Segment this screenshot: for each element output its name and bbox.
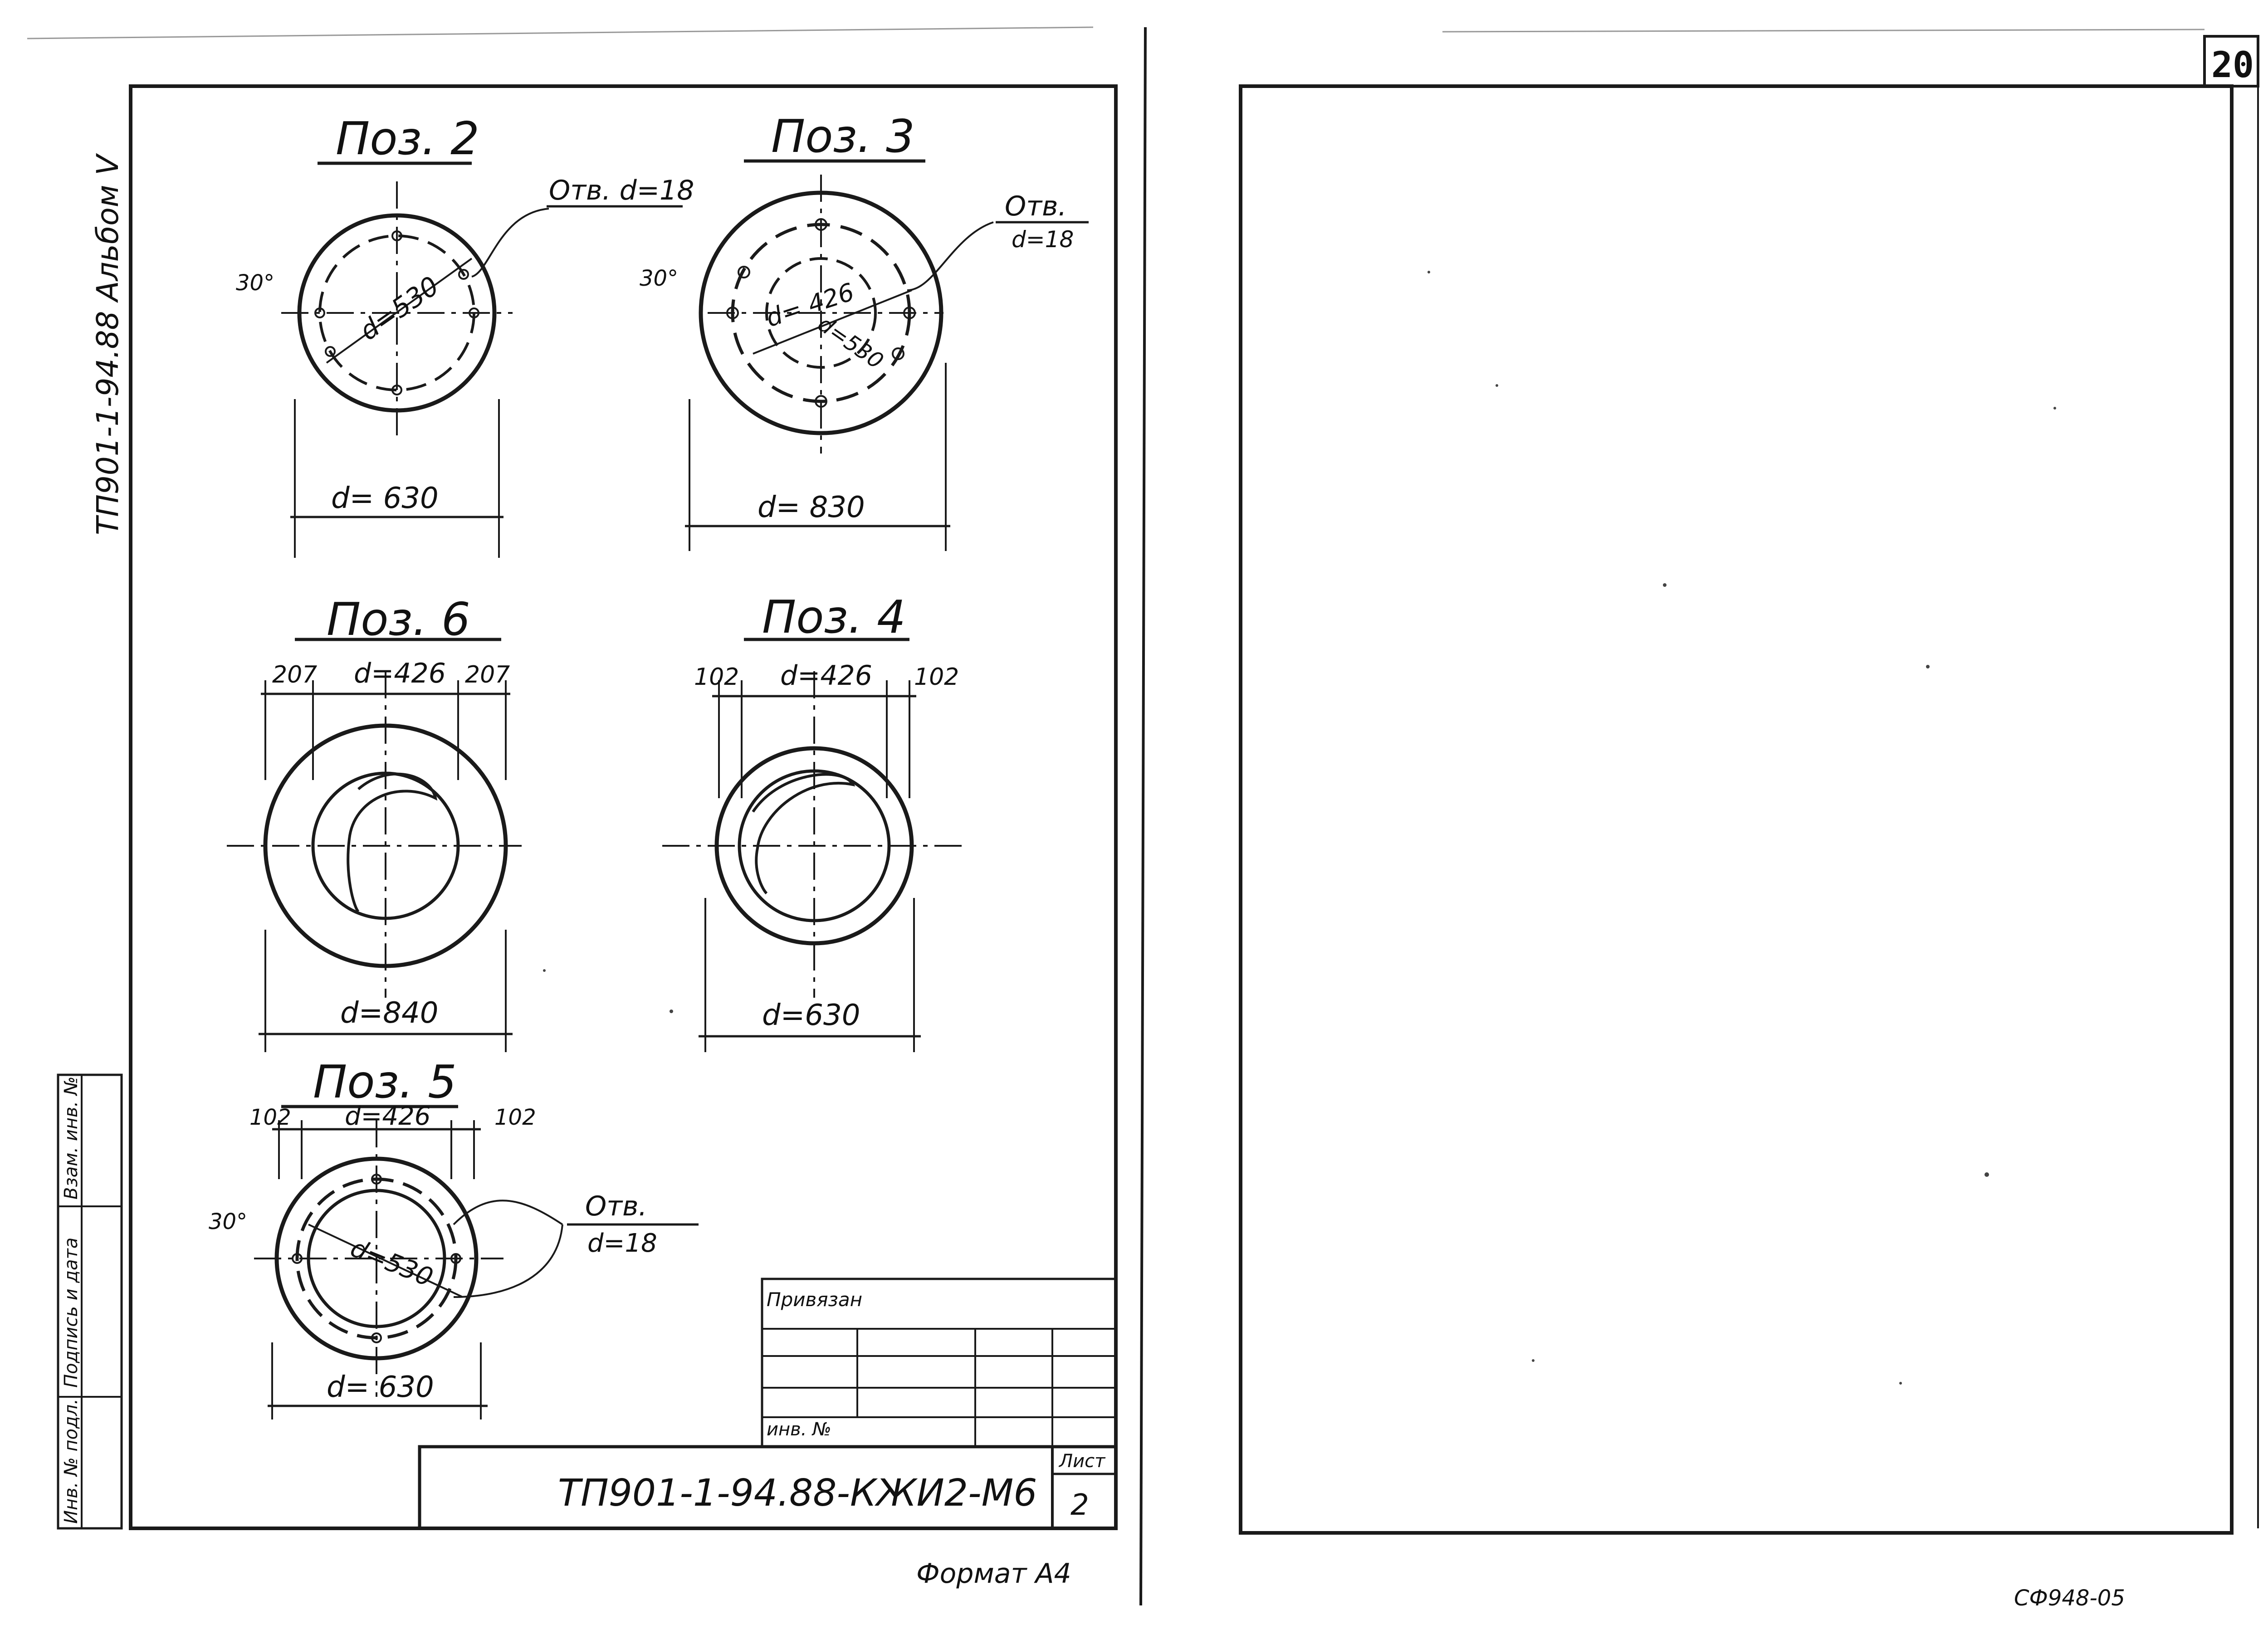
pos4-top-d: d=426 [780, 660, 872, 692]
stamp-code: ТП901-1-94.88-КЖИ2-М6 [558, 1472, 1037, 1515]
pos3-inner-d2: d=530 [813, 311, 888, 374]
pos2-title: Поз. 2 [336, 112, 479, 165]
page-number: 20 [2211, 45, 2254, 86]
pos3-angle: 30° [640, 266, 678, 291]
position-2: Поз. 2 Отв. d=18 30° d=530 d= 630 [236, 112, 694, 558]
pos4-title: Поз. 4 [762, 590, 906, 644]
page-number-box [2203, 35, 2259, 88]
pos2-angle: 30° [236, 270, 274, 296]
title-block: Привязан инв. № ТП901-1-94.88-КЖИ2-М6 Ли… [418, 1278, 1118, 1530]
pos5-top-d: d=426 [345, 1102, 430, 1131]
pos6-title: Поз. 6 [327, 593, 470, 646]
left-sheet: ТП901-1-94.88 Альбом V Инв. № подл. Подп… [27, 26, 1118, 1590]
stamp-inv-no: инв. № [767, 1419, 831, 1440]
strip-label-inv: Инв. № подл. [61, 1399, 82, 1524]
pos4-outer-d: d=630 [762, 999, 860, 1032]
position-5: Поз. 5 Отв. d=18 30° d=530 102 102 [209, 1055, 699, 1419]
pos2-hole-label: Отв. d=18 [549, 175, 694, 206]
pos5-angle: 30° [209, 1209, 247, 1234]
scan-noise [543, 271, 2056, 1385]
pos4-side-left: 102 [694, 663, 739, 691]
pos5-title: Поз. 5 [313, 1055, 457, 1108]
format-label: Формат А4 [916, 1558, 1071, 1590]
right-sheet: 20 СФ948-05 [1239, 29, 2259, 1611]
pos4-side-right: 102 [914, 663, 959, 691]
top-edge-line [27, 26, 1094, 39]
right-frame [1239, 84, 2234, 1535]
pos5-hole-label-1: Отв. [585, 1190, 647, 1222]
stamp-list-label: Лист [1058, 1451, 1106, 1472]
strip-label-signature: Подпись и дата [61, 1238, 82, 1388]
strip-label-replace: Взам. инв. № [61, 1076, 82, 1200]
pos3-title: Поз. 3 [771, 110, 915, 163]
position-4: Поз. 4 102 102 d=426 d=630 [662, 590, 966, 1052]
pos3-hole-label-2: d=18 [1012, 226, 1074, 253]
pos6-side-left: 207 [272, 661, 317, 688]
archive-code: СФ948-05 [2014, 1585, 2125, 1611]
stamp-list-no: 2 [1070, 1488, 1089, 1522]
left-strip: Инв. № подл. Подпись и дата Взам. инв. № [57, 1073, 123, 1530]
pos6-outer-d: d=840 [340, 996, 438, 1030]
pos5-side-left: 102 [249, 1105, 291, 1130]
pos5-side-right: 102 [494, 1105, 536, 1130]
fold-line [1139, 27, 1147, 1606]
pos3-outer-d: d= 830 [758, 491, 865, 524]
pos5-inner-d: d=530 [347, 1233, 437, 1293]
position-6: Поз. 6 207 207 d=426 d=840 [227, 593, 522, 1052]
pos2-inner-d: d=530 [354, 270, 445, 346]
pos3-hole-label-1: Отв. [1005, 190, 1067, 222]
position-3: Поз. 3 Отв. d=18 30° d= 426 d=530 d= 8 [640, 110, 1089, 551]
pos6-side-right: 207 [465, 661, 510, 688]
pos5-hole-label-2: d=18 [587, 1229, 657, 1258]
side-stamp: ТП901-1-94.88 Альбом V [90, 153, 125, 535]
right-top-edge [1442, 29, 2205, 33]
pos2-outer-d: d= 630 [331, 482, 439, 515]
pos5-outer-d: d= 630 [327, 1371, 434, 1404]
left-frame [129, 84, 1118, 1530]
pos6-top-d: d=426 [354, 658, 446, 689]
stamp-privyazan: Привязан [767, 1288, 862, 1311]
